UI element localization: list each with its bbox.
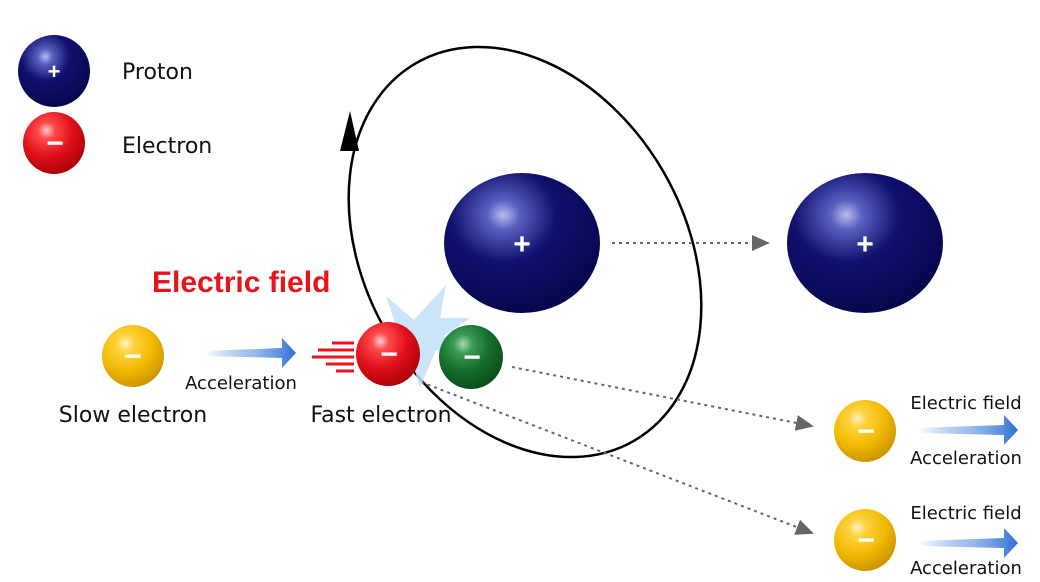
bound-electron-sign: − [463,341,481,374]
scatter-path-upper [511,366,814,431]
acceleration-arrow: Acceleration [185,338,297,394]
proton-central-sign: + [513,228,531,261]
scattered-electron-upper-body [834,400,896,462]
fast-electron-body [356,322,420,386]
legend-electron-icon [23,112,85,174]
slow-electron-label: Slow electron [59,403,207,428]
scattered-lower-field-label: Electric field [910,503,1021,524]
acceleration-arrow-label: Acceleration [185,373,297,394]
legend-electron-label: Electron [122,134,212,159]
scattered-electron-lower: − Electric field Acceleration [834,503,1022,579]
scattered-electron-upper-sign: − [857,415,875,448]
scattered-upper-arrow-icon [918,415,1018,445]
scattered-lower-accel-label: Acceleration [910,558,1022,579]
scattered-upper-field-label: Electric field [910,393,1021,414]
scattered-electron-lower-sign: − [857,524,875,557]
electric-field-title: Electric field [152,266,330,299]
fast-electron: − Fast electron [310,322,452,428]
fast-electron-label: Fast electron [310,403,451,428]
legend-proton-label: Proton [122,60,193,85]
speed-lines-icon [312,341,354,373]
scattered-lower-arrow-icon [918,528,1018,558]
proton-central-body [444,173,600,313]
legend-proton-icon [18,35,90,107]
slow-electron-body [102,325,164,387]
proton-central: + [444,173,600,313]
legend: + Proton − Electron [18,35,212,174]
bound-electron: − [439,325,503,389]
orbit-direction-arrow-icon [340,111,359,151]
fast-electron-sign: − [380,338,398,371]
acceleration-arrow-icon [205,338,296,368]
bound-electron-body [439,325,503,389]
proton-moved-sign: + [856,228,874,261]
scattered-electron-upper: − Electric field Acceleration [834,393,1022,469]
slow-electron-sign: − [124,340,142,373]
scatter-path-lower [420,381,814,535]
scattered-upper-accel-label: Acceleration [910,448,1022,469]
scattered-electron-lower-body [834,509,896,571]
legend-electron-sign: − [46,127,64,160]
proton-moved: + [787,173,943,313]
legend-proton-sign: + [48,59,61,84]
proton-moved-body [787,173,943,313]
trajectories [420,235,814,535]
slow-electron: − Slow electron [59,325,207,428]
